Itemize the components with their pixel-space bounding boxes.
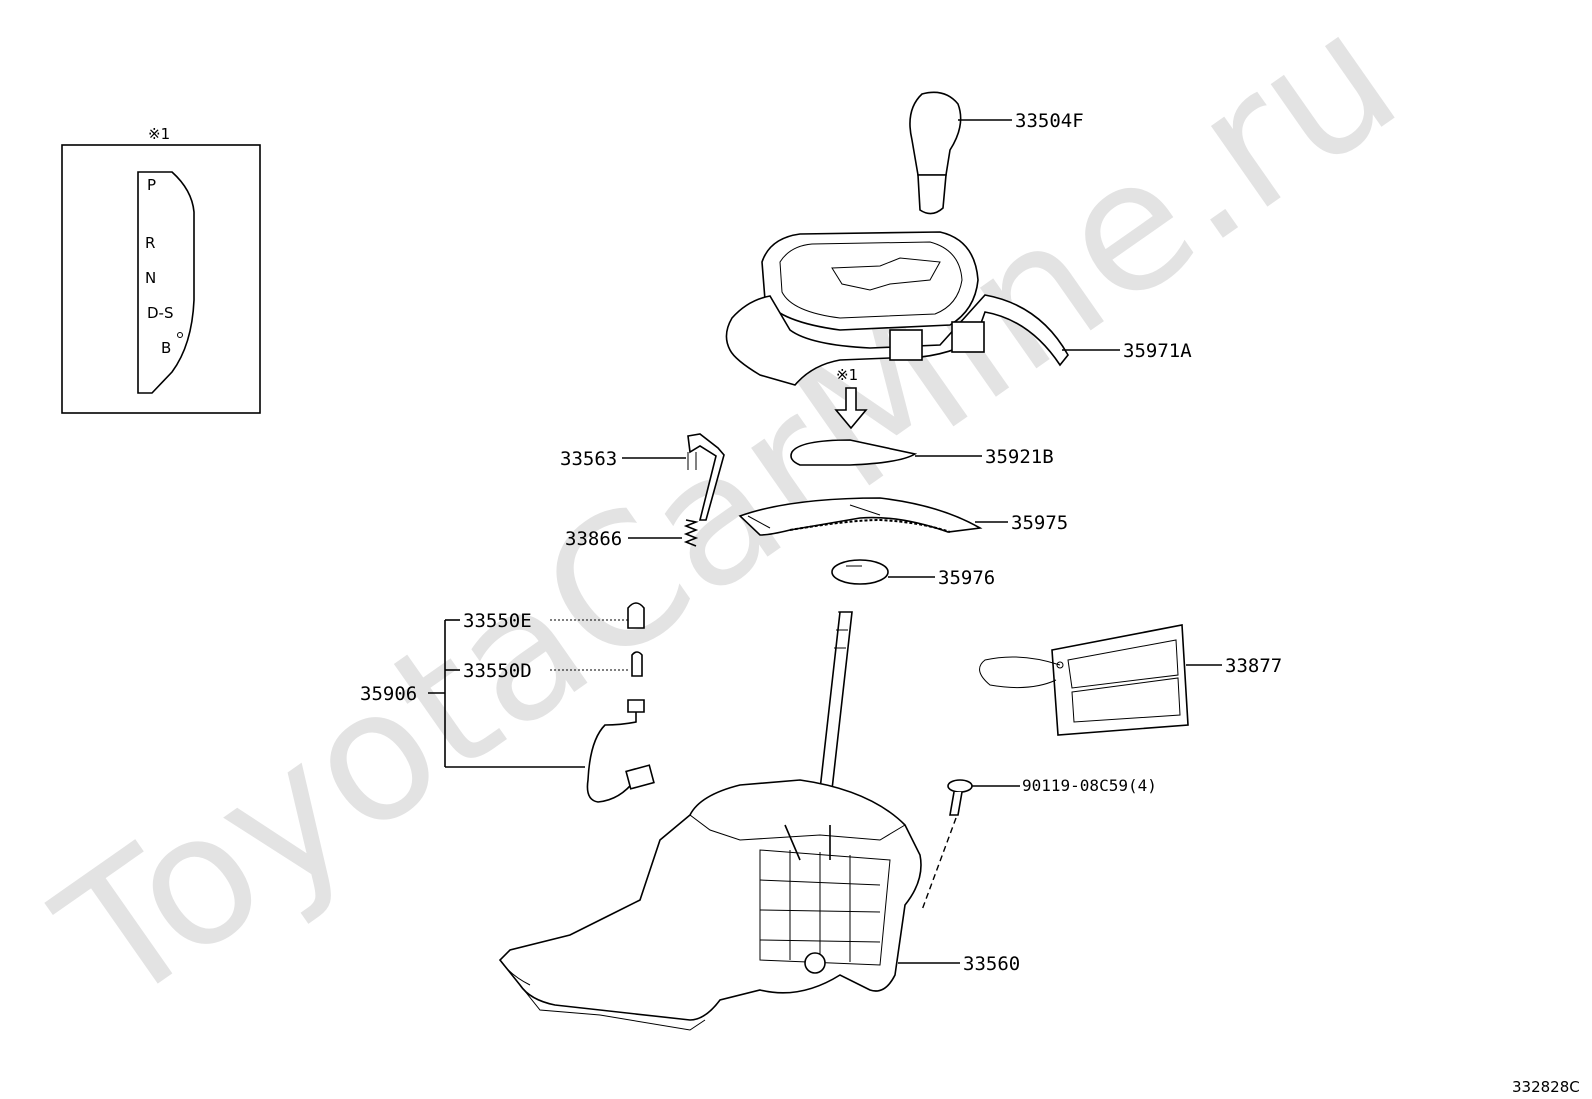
label-33550D: 33550D <box>463 660 532 682</box>
console-bezel-part: 35971A <box>725 231 1192 386</box>
gate-b: B <box>161 339 171 357</box>
shift-indicator-inset: ※1 P R N D-S B <box>61 125 261 414</box>
gate-r: R <box>145 234 155 252</box>
spring-part: 33866 <box>565 519 699 550</box>
inset-frame <box>61 144 261 414</box>
label-35971A: 35971A <box>1123 340 1192 362</box>
caution-plate-part: 33877 <box>979 624 1282 736</box>
bolt-part: 90119-08C59(4) <box>921 776 1157 911</box>
inset-ref-label: ※1 <box>148 125 170 143</box>
indicator-dot <box>177 332 183 338</box>
label-90119: 90119-08C59(4) <box>1022 776 1157 795</box>
label-35975: 35975 <box>1011 512 1068 534</box>
label-33877: 33877 <box>1225 655 1282 677</box>
label-35921B: 35921B <box>985 446 1054 468</box>
ref-arrow: ※1 <box>834 366 868 430</box>
label-35906: 35906 <box>360 683 417 705</box>
label-33563: 33563 <box>560 448 617 470</box>
label-33550E: 33550E <box>463 610 532 632</box>
label-33560: 33560 <box>963 953 1020 975</box>
disc-part: 35976 <box>831 559 995 589</box>
label-33866: 33866 <box>565 528 622 550</box>
figure-code: 332828C <box>1512 1078 1580 1096</box>
slide-plate-part: 35975 <box>738 497 1068 536</box>
gate-ds: D-S <box>147 304 173 322</box>
lock-lever-part: 33563 <box>560 433 725 521</box>
gate-n: N <box>145 269 156 287</box>
label-33504F: 33504F <box>1015 110 1084 132</box>
gate-p: P <box>147 176 156 194</box>
label-35976: 35976 <box>938 567 995 589</box>
shift-lever-housing-part: 33560 <box>498 611 1020 1031</box>
callout-ref: ※1 <box>836 366 858 384</box>
lamp-assembly-part: 35906 33550E 33550D <box>360 602 655 803</box>
indicator-part: 35921B <box>790 439 1054 468</box>
shift-knob-part: 33504F <box>909 91 1084 215</box>
